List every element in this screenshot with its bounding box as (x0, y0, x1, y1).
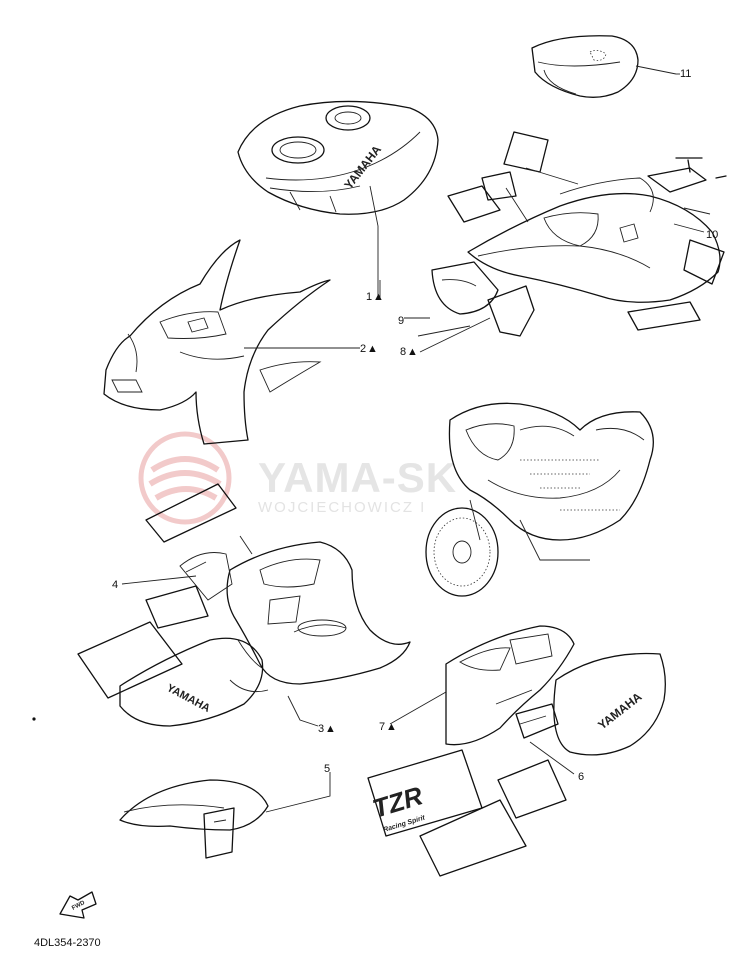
label-9: 9 (398, 315, 404, 327)
label-8-marker: ▲ (407, 346, 418, 358)
windscreen-decal (145, 483, 253, 555)
label-3: 3 (318, 723, 324, 735)
label-4: 4 (112, 579, 118, 591)
label-7: 7 (379, 721, 385, 733)
fwd-arrow-icon: FWD (59, 891, 97, 919)
watermark: YAMA-SK WOJCIECHOWICZ I (138, 431, 457, 525)
diagram-code: 4DL354-2370 (34, 937, 101, 949)
label-6: 6 (578, 771, 584, 783)
lower-cowl-decal-text: YAMAHA (165, 682, 212, 715)
label-3-marker: ▲ (325, 723, 336, 735)
label-11: 11 (680, 68, 691, 80)
label-1: 1 (366, 291, 372, 303)
label-2: 2 (360, 343, 366, 355)
part-1-fuel-tank: YAMAHA (237, 100, 439, 296)
tank-decal-text: YAMAHA (341, 142, 384, 192)
tzr-decal-group: TZR Racing Spirit (367, 749, 567, 877)
fwd-label: FWD (71, 900, 86, 912)
stray-dot (32, 717, 36, 721)
watermark-title: YAMA-SK (258, 454, 457, 501)
part-2-upper-fairing (103, 239, 360, 445)
label-7-marker: ▲ (386, 721, 397, 733)
label-8: 8 (400, 346, 406, 358)
label-5: 5 (324, 763, 330, 775)
part-11-seat-cowl (531, 35, 677, 98)
part-10-tail-assembly (404, 131, 727, 353)
part-3-lower-cowl: YAMAHA (77, 541, 411, 727)
watermark-logo-icon (138, 431, 232, 525)
motorcycle-illustration (425, 402, 654, 597)
part-7-side-cowl: YAMAHA (445, 625, 666, 756)
part-labels: 11 1 ▲ 2 ▲ 10 9 8 ▲ 4 3 ▲ 7 ▲ 5 6 (112, 68, 718, 783)
watermark-subtitle: WOJCIECHOWICZ I (258, 499, 426, 516)
label-10: 10 (706, 229, 718, 241)
label-2-marker: ▲ (367, 343, 378, 355)
side-panel-decal-text: YAMAHA (595, 689, 645, 732)
part-5-front-fender (119, 779, 269, 859)
label-1-marker: ▲ (373, 291, 384, 303)
leader-lines (121, 73, 705, 813)
